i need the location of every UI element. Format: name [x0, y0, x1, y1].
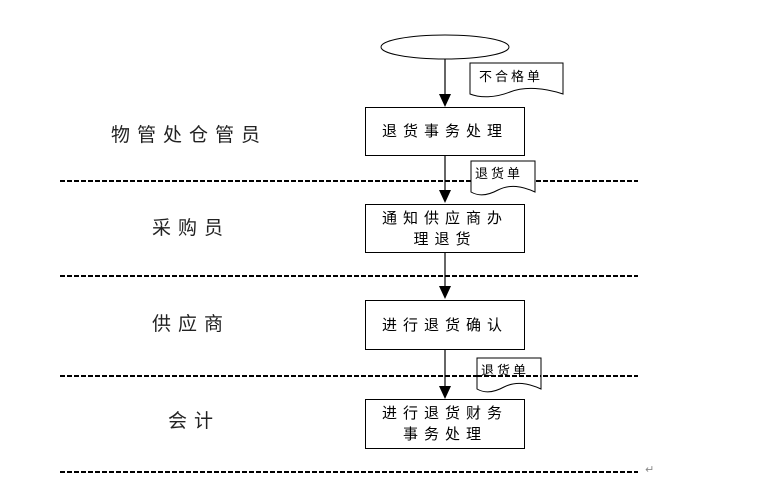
lane-label-warehouse-keeper: 物管处仓管员 — [111, 124, 268, 146]
document-shape — [469, 62, 564, 98]
start-terminator — [380, 34, 510, 60]
document-shape — [476, 357, 542, 393]
process-text: 事务处理 — [402, 425, 487, 443]
process-text: 退货事务处理 — [381, 122, 508, 140]
lane-label-accountant: 会计 — [168, 410, 221, 432]
lane-label-purchaser: 采购员 — [152, 217, 231, 239]
document-label-return-slip: 退货单 — [475, 167, 524, 182]
process-box-confirm-return: 进行退货确认 — [365, 300, 525, 350]
process-text: 进行退货财务 — [381, 404, 508, 422]
process-box-notify-supplier: 通知供应商办 理退货 — [365, 204, 525, 253]
process-box-return-handling: 退货事务处理 — [365, 107, 525, 156]
process-text: 进行退货确认 — [381, 315, 508, 334]
arrowhead-icon — [439, 286, 451, 299]
lane-label-supplier: 供应商 — [152, 313, 231, 335]
arrowhead-icon — [439, 386, 451, 399]
process-text: 通知供应商办 — [381, 208, 508, 227]
arrowhead-icon — [439, 190, 451, 203]
document-label-return-slip: 退货单 — [481, 364, 530, 379]
process-box-financial-handling: 进行退货财务 事务处理 — [365, 399, 525, 449]
arrowhead-icon — [439, 94, 451, 107]
process-text: 理退货 — [413, 229, 477, 248]
document-label-nonconformance: 不合格单 — [479, 70, 544, 85]
document-shape — [470, 160, 536, 196]
paragraph-mark-icon: ↵ — [645, 463, 655, 476]
